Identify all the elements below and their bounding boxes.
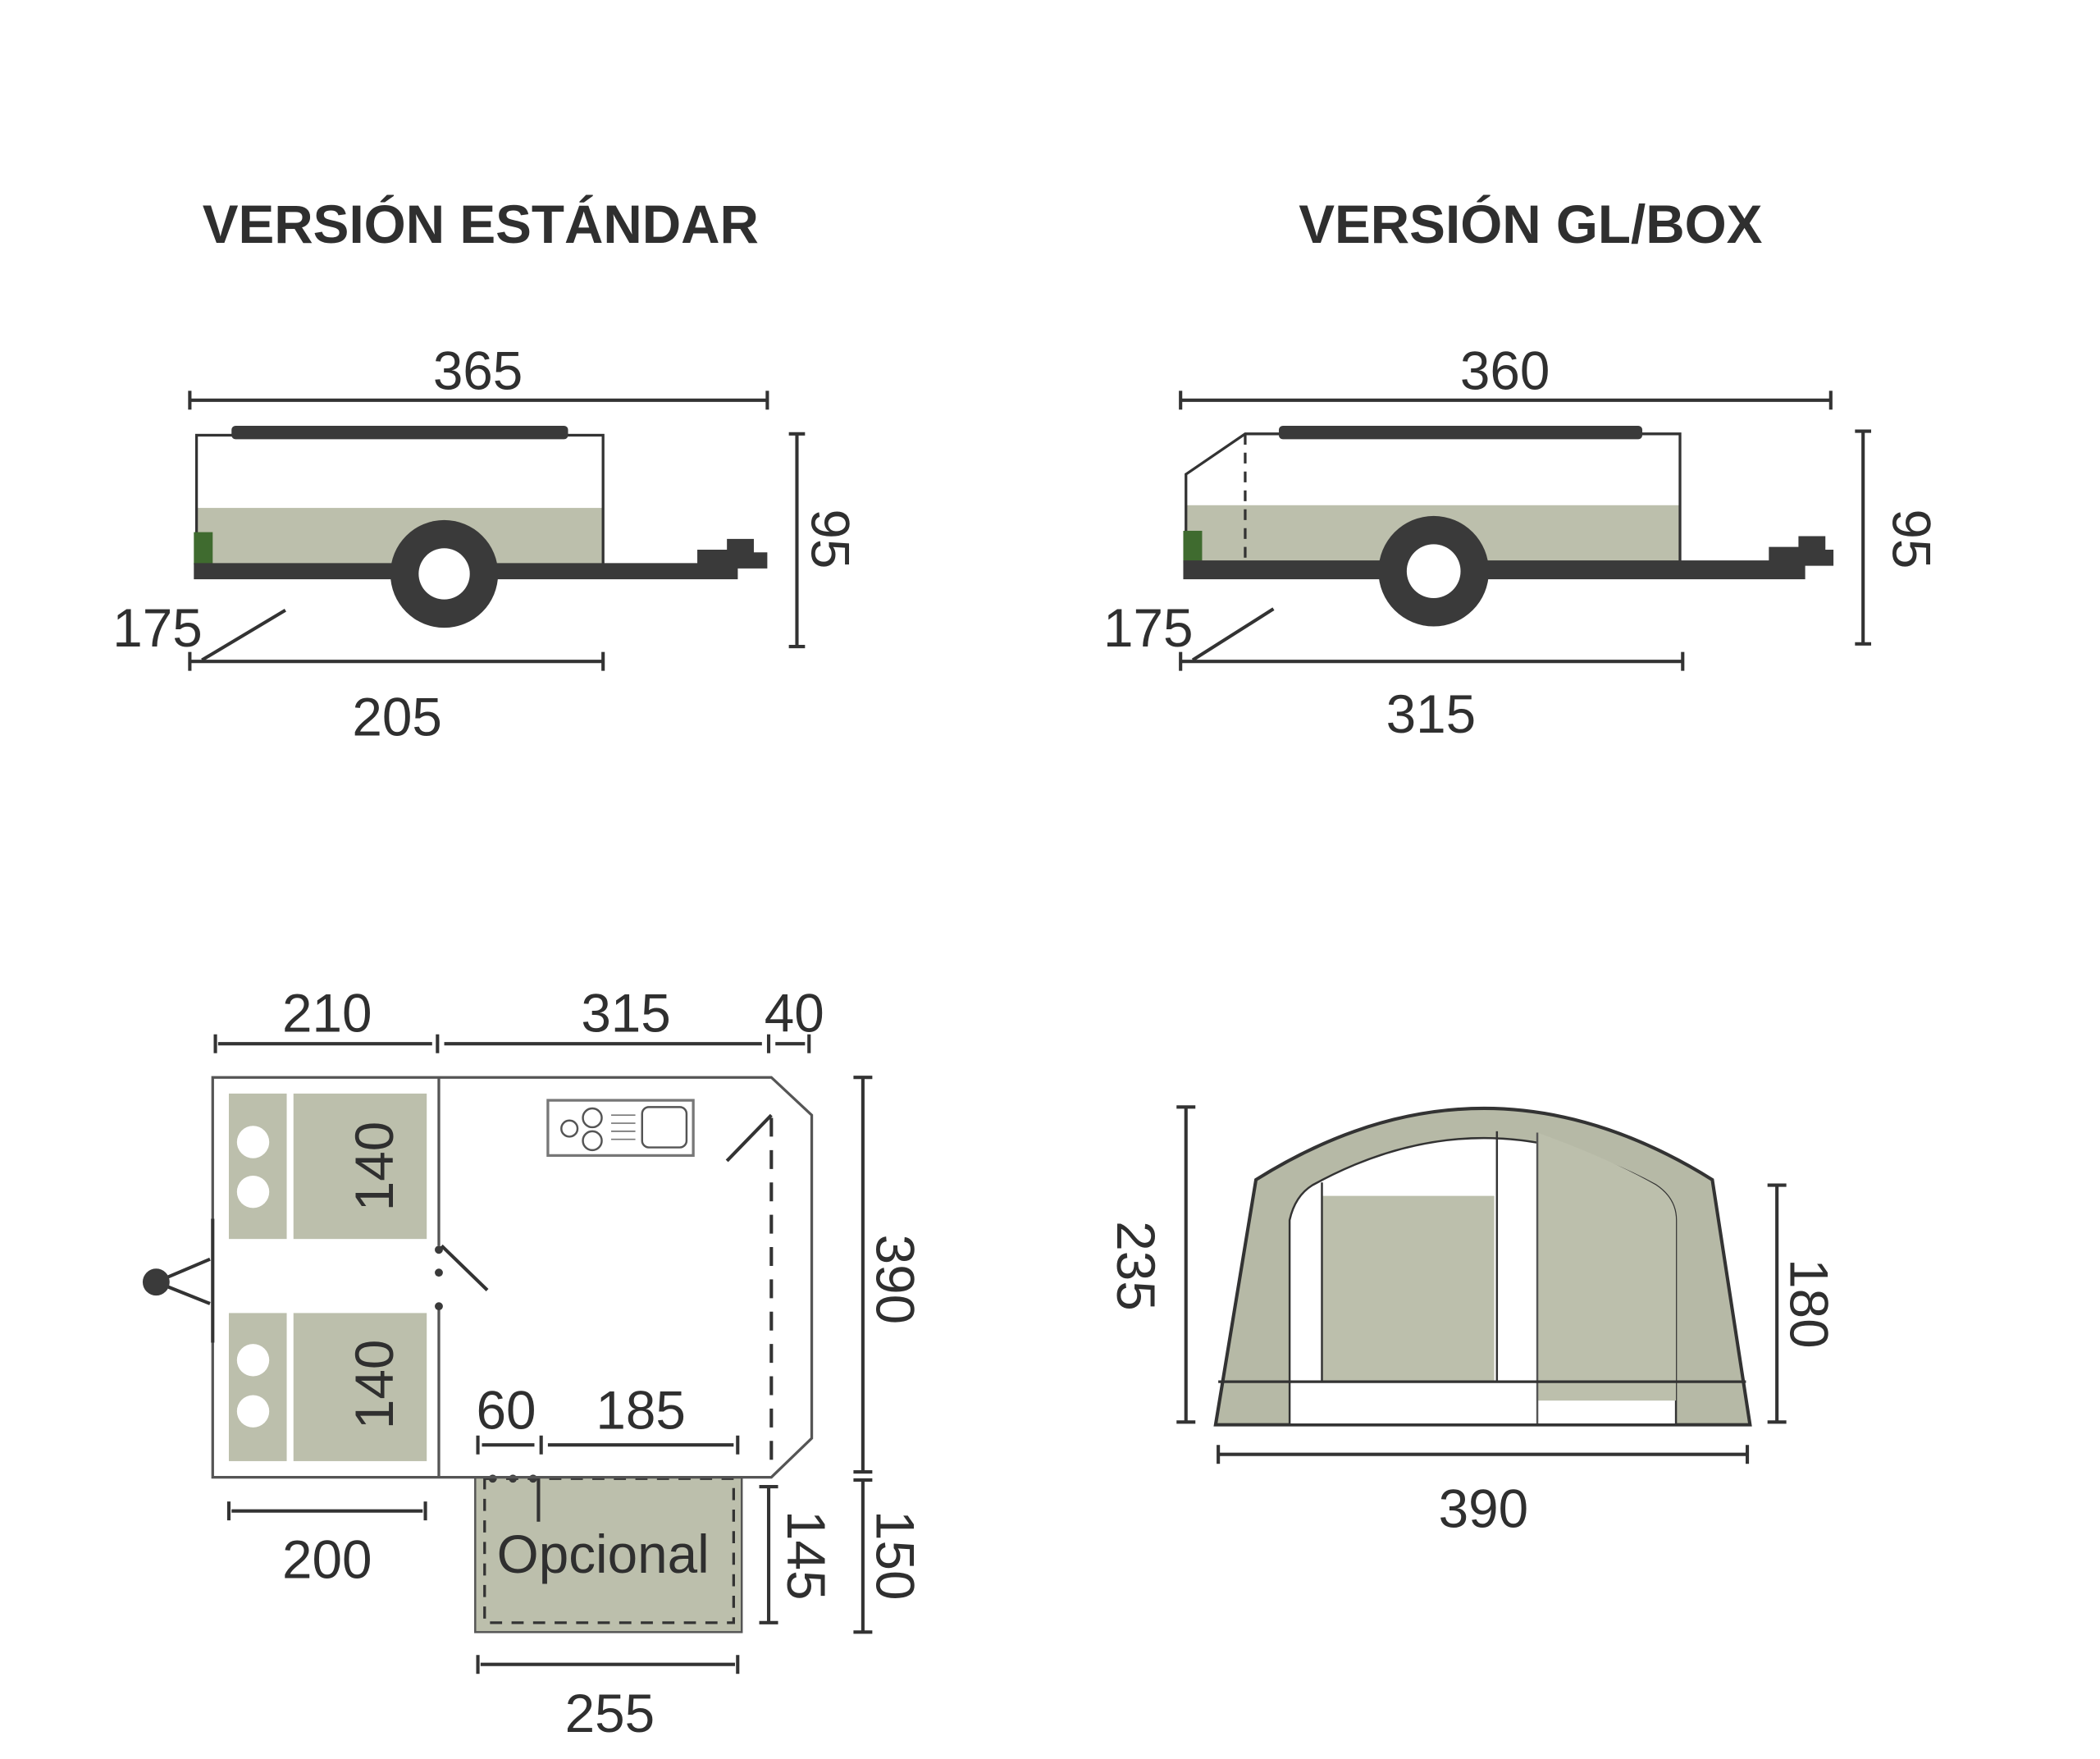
dim-standard-length: 365 xyxy=(433,341,523,401)
hitch-icon xyxy=(142,1268,170,1296)
dim-glbox-width: 175 xyxy=(1103,598,1194,658)
dim-living-width: 315 xyxy=(581,983,671,1043)
glbox-side-view: 360 95 175 315 xyxy=(1103,341,1941,744)
dim-glbox-height: 95 xyxy=(1881,509,1941,569)
dim-annex-inner-width: 185 xyxy=(596,1381,686,1441)
dim-standard-box-length: 205 xyxy=(352,687,442,747)
dim-depth: 390 xyxy=(865,1235,924,1325)
dim-standard-width: 175 xyxy=(112,598,203,658)
dim-annex-width: 255 xyxy=(565,1684,655,1743)
dim-front-height: 235 xyxy=(1106,1221,1166,1311)
annex-optional: Opcional xyxy=(474,1474,743,1633)
door-swing xyxy=(440,1244,489,1291)
dim-bedroom-bottom-width: 200 xyxy=(282,1530,372,1590)
dim-front-side-height: 180 xyxy=(1779,1259,1839,1349)
dim-glbox-box-length: 315 xyxy=(1386,684,1477,744)
bed-bottom: 140 xyxy=(228,1313,427,1461)
title-glbox: VERSIÓN GL/BOX xyxy=(1299,194,1762,254)
title-standard: VERSIÓN ESTÁNDAR xyxy=(203,194,759,254)
standard-side-view: 365 95 175 205 xyxy=(112,341,860,747)
annex-label: Opcional xyxy=(497,1524,710,1584)
door-swing xyxy=(725,1113,773,1163)
dim-annex-depth: 150 xyxy=(865,1510,924,1601)
dim-standard-height: 95 xyxy=(801,509,861,569)
dim-bedroom-width: 210 xyxy=(282,983,372,1043)
floor-plan: 210 315 40 140 140 Opcional xyxy=(142,983,924,1743)
dim-front-width: 390 xyxy=(1439,1478,1529,1538)
dim-annex-offset: 60 xyxy=(477,1381,536,1441)
front-view: 235 180 390 xyxy=(1106,1105,1839,1538)
bed-bottom-size: 140 xyxy=(345,1340,404,1430)
dim-nose-width: 40 xyxy=(765,983,824,1043)
bed-top-size: 140 xyxy=(345,1122,404,1212)
dim-annex-inner-depth: 145 xyxy=(776,1510,836,1601)
dim-glbox-length: 360 xyxy=(1460,341,1550,401)
kitchen-icon xyxy=(546,1099,695,1158)
bed-top: 140 xyxy=(228,1093,427,1240)
